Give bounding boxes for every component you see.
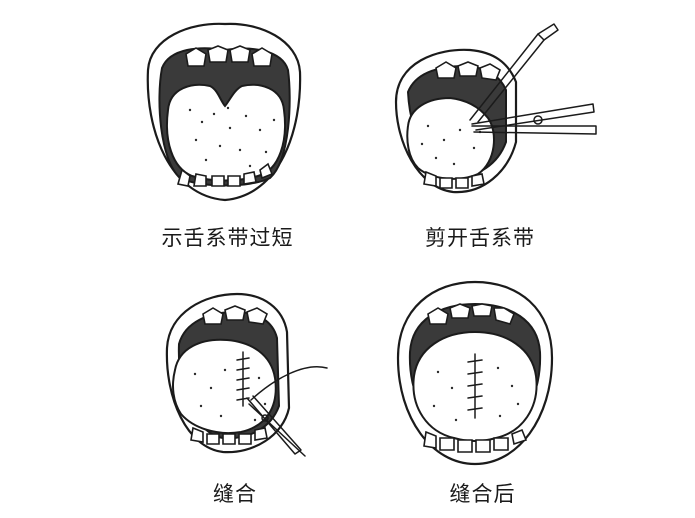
caption-short-frenulum: 示舌系带过短: [161, 226, 294, 250]
mouth-illustration-2: [394, 23, 597, 194]
caption-cut-frenulum: 剪开舌系带: [425, 226, 535, 250]
needle-holder-icon: [246, 366, 328, 457]
mouth-illustration-4: [396, 280, 554, 466]
mouth-illustration-1: [146, 22, 302, 202]
scissors-icon: [469, 23, 597, 135]
panel-short-frenulum: [130, 10, 320, 210]
tongue-texture-4: [432, 366, 520, 422]
suture-line-2: [467, 353, 483, 419]
tongue-texture-1: [188, 106, 276, 168]
tongue-texture-3: [193, 368, 267, 422]
mouth-illustration-3: [165, 292, 328, 457]
caption-suturing: 缝合: [213, 482, 257, 506]
panel-suturing: [155, 278, 330, 458]
panel-after-suturing: [390, 268, 560, 468]
suture-line-1: [236, 351, 250, 407]
panel-cut-frenulum: [388, 22, 603, 202]
caption-after-suturing: 缝合后: [449, 482, 516, 506]
